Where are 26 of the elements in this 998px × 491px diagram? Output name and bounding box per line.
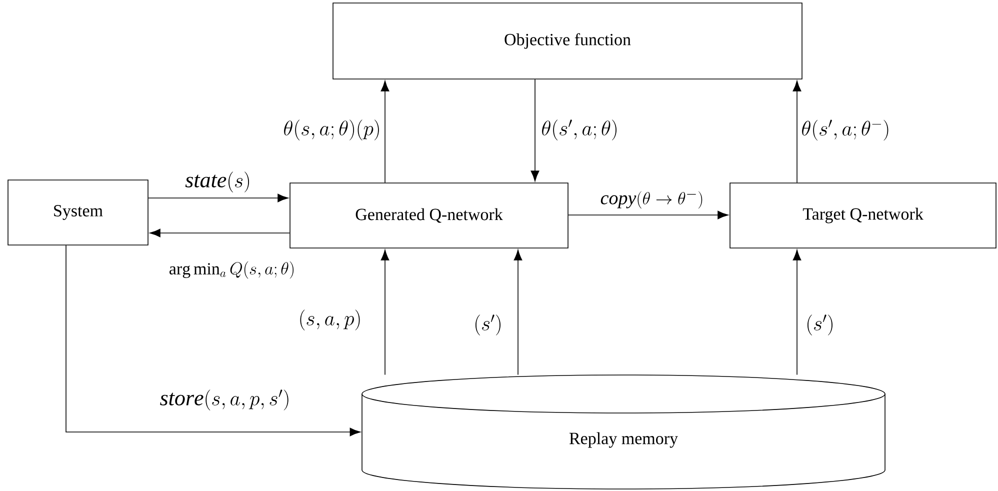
edge-label: $\mathit{state}(s)$ xyxy=(184,170,252,194)
arrow xyxy=(530,79,540,182)
process-box: System xyxy=(8,180,148,246)
process-box: Generated Q-network xyxy=(290,182,568,248)
edge-label: $\mathit{copy}(\theta\rightarrow\theta^{-})$ xyxy=(599,188,705,210)
edge-label: $(s')$ xyxy=(472,314,504,336)
arrow xyxy=(514,250,522,376)
process-box: Objective function xyxy=(332,2,802,80)
arrow xyxy=(792,250,802,376)
arrow xyxy=(66,245,361,436)
edge-label: $\arg\min\nolimits_a Q(s,a;\theta)$ xyxy=(168,260,296,280)
arrow xyxy=(150,228,290,238)
edge-label: $(s,a,p)$ xyxy=(297,308,363,332)
arrow xyxy=(148,194,288,202)
edge-label: $\theta(s',a;\theta)$ xyxy=(540,118,620,142)
arrow xyxy=(792,80,802,183)
edge-label: $\theta(s',a;\theta^{-})$ xyxy=(800,118,892,142)
arrow xyxy=(380,250,390,376)
edge-label: $(s')$ xyxy=(804,314,836,336)
node-label: Replay memory xyxy=(569,432,678,448)
process-box: Target Q-network xyxy=(730,182,996,248)
edge-label: $\mathit{store}(s,a,p,s')$ xyxy=(158,388,292,412)
arrow xyxy=(380,80,390,183)
arrow xyxy=(568,210,728,220)
cylinder: Replay memory xyxy=(362,374,886,490)
edge-label: $\theta(s,a;\theta)(p)$ xyxy=(282,118,382,142)
